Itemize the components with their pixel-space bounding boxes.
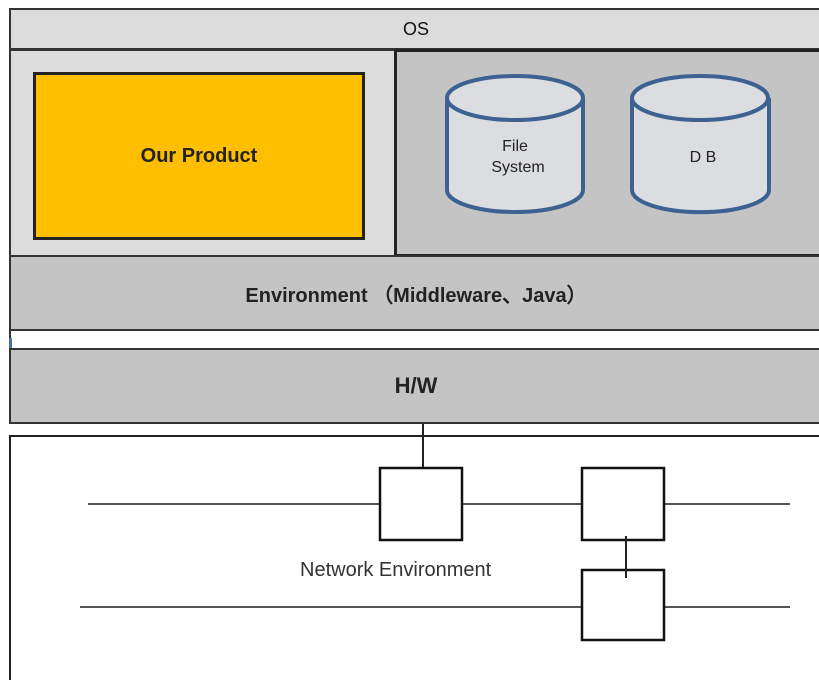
network-node-3 bbox=[580, 568, 666, 642]
environment-label: Environment （Middleware、Java） bbox=[245, 284, 587, 307]
file-system-label-line1: File bbox=[502, 138, 528, 155]
hardware-label: H/W bbox=[394, 373, 438, 398]
network-node-2 bbox=[580, 466, 666, 542]
network-environment-label: Network Environment bbox=[300, 559, 492, 581]
our-product-label: Our Product bbox=[140, 144, 258, 167]
hardware-layer: H/W bbox=[9, 348, 819, 424]
os-layer: OS bbox=[9, 8, 819, 50]
db-cylinder: D B bbox=[630, 74, 771, 215]
file-system-cylinder: File System bbox=[445, 74, 585, 214]
our-product-box: Our Product bbox=[33, 72, 365, 240]
gap-marker bbox=[9, 338, 12, 348]
network-node-1 bbox=[378, 466, 464, 542]
file-system-label-line2: System bbox=[491, 159, 544, 176]
db-label: D B bbox=[690, 149, 717, 166]
os-label: OS bbox=[402, 18, 429, 39]
environment-layer: Environment （Middleware、Java） bbox=[9, 255, 819, 331]
